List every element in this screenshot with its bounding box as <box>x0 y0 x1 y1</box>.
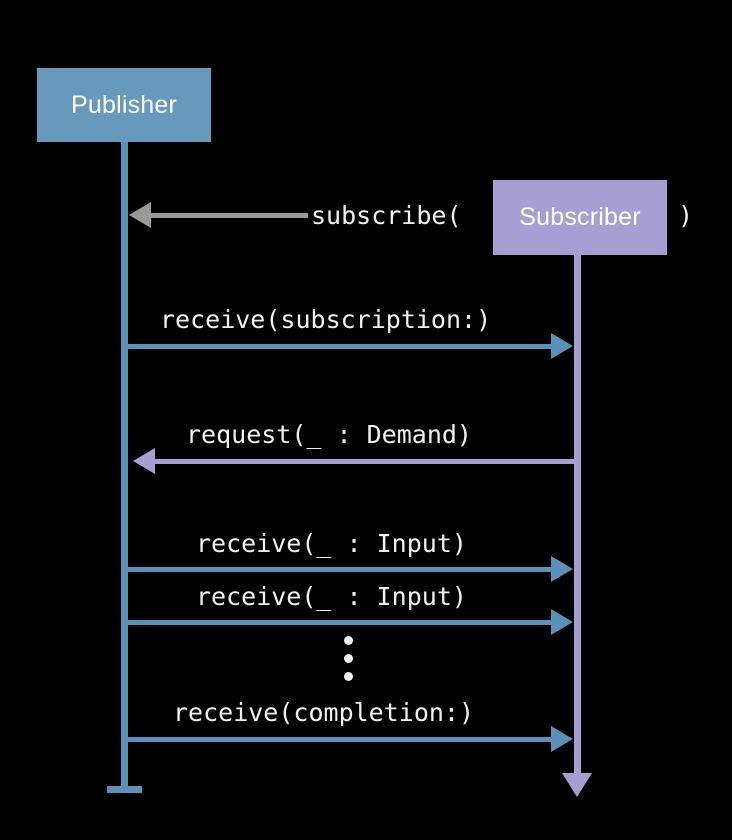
message-request-demand-label: request(_ : Demand) <box>186 420 472 449</box>
message-receive-input-2-arrowhead-right-icon <box>551 609 573 635</box>
message-receive-subscription-arrowhead-right-icon <box>551 333 573 359</box>
participant-publisher-label: Publisher <box>70 90 178 119</box>
message-request-demand-arrowhead-left-icon <box>133 448 155 474</box>
message-subscribe-shaft <box>140 213 308 218</box>
message-subscribe-arrowhead-left-icon <box>129 202 151 228</box>
message-receive-subscription-shaft <box>125 344 553 349</box>
message-receive-completion-arrowhead-right-icon <box>551 726 573 752</box>
message-receive-completion-shaft <box>125 737 553 742</box>
message-receive-input-2-shaft <box>125 620 553 625</box>
subscriber-lifeline-arrowhead-icon <box>562 773 592 797</box>
message-receive-input-1-shaft <box>125 567 553 572</box>
ellipsis-dot <box>344 654 353 663</box>
participant-subscriber[interactable]: Subscriber <box>493 180 667 255</box>
message-receive-input-2-label: receive(_ : Input) <box>196 582 467 611</box>
message-ellipsis-icon <box>344 636 353 681</box>
message-receive-input-1-arrowhead-right-icon <box>551 556 573 582</box>
ellipsis-dot <box>344 636 353 645</box>
publisher-lifeline <box>121 142 128 792</box>
subscriber-lifeline <box>574 255 581 775</box>
message-subscribe-label-prefix: subscribe( <box>311 201 462 230</box>
participant-subscriber-label: Subscriber <box>519 203 641 231</box>
message-receive-input-1-label: receive(_ : Input) <box>196 529 467 558</box>
participant-publisher[interactable]: Publisher <box>37 68 211 142</box>
ellipsis-dot <box>344 672 353 681</box>
publisher-lifeline-terminator <box>107 786 142 793</box>
message-receive-completion-label: receive(completion:) <box>173 698 475 727</box>
message-request-demand-shaft <box>146 459 578 464</box>
message-receive-subscription-label: receive(subscription:) <box>160 305 492 334</box>
message-subscribe-label-suffix: ) <box>678 201 694 230</box>
